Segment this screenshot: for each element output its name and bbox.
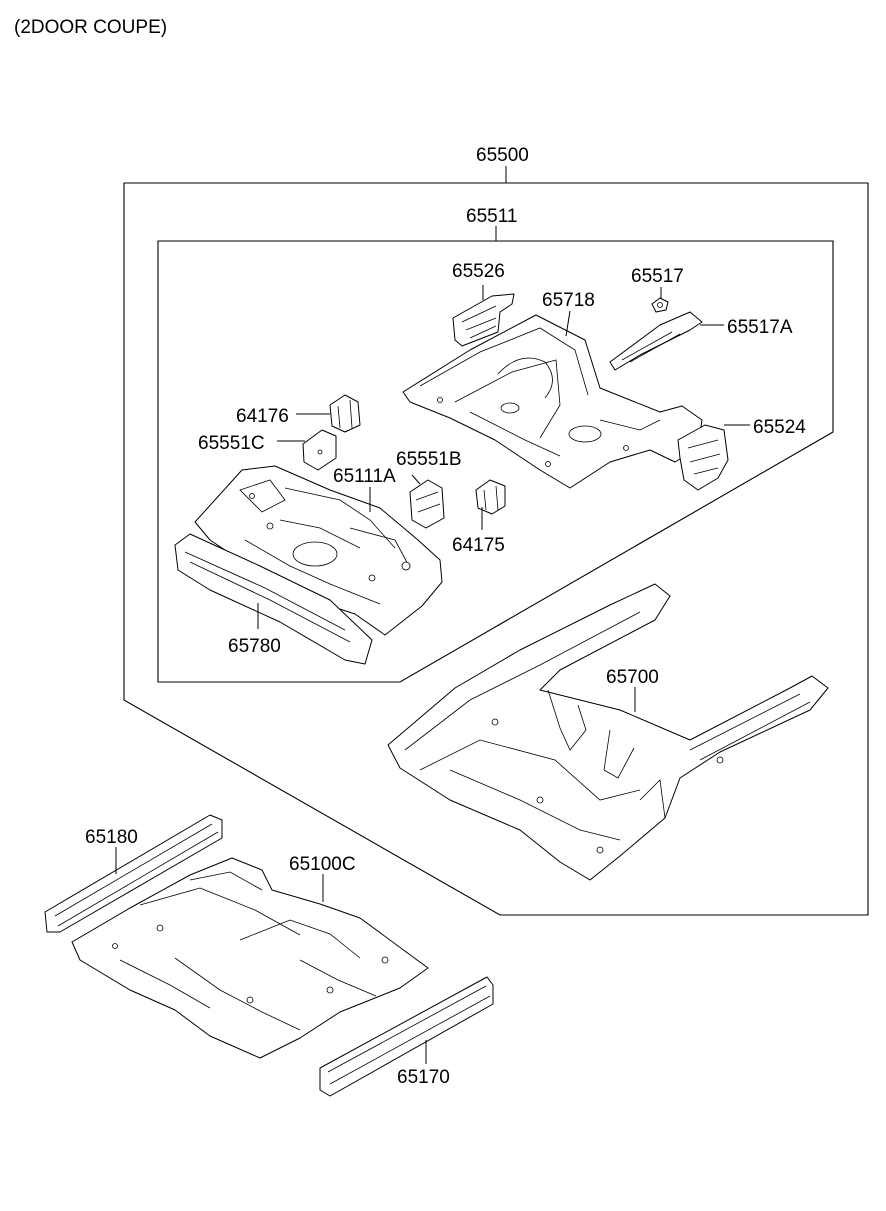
label-65718: 65718 [542, 290, 595, 311]
label-65700: 65700 [606, 667, 659, 688]
label-65780: 65780 [228, 636, 281, 657]
label-65526: 65526 [452, 261, 505, 282]
label-64176: 64176 [236, 406, 289, 427]
label-65170: 65170 [397, 1067, 450, 1088]
part-65100C-floor [71, 857, 429, 1059]
label-65524: 65524 [753, 417, 806, 438]
label-65517A: 65517A [727, 317, 793, 338]
assembly-frame-65500 [123, 166, 869, 916]
part-65700-frame [387, 583, 829, 881]
part-65780-crossmember [174, 533, 373, 665]
diagram-title: (2DOOR COUPE) [14, 17, 167, 38]
part-65551B-reinforcement [409, 479, 445, 529]
label-65111A: 65111A [333, 466, 396, 487]
part-65180-sill [44, 814, 223, 933]
label-65100C: 65100C [289, 854, 356, 875]
label-64175: 64175 [452, 535, 505, 556]
part-65517A-rail [609, 311, 703, 371]
part-65524-extension [677, 424, 729, 491]
label-65551B: 65551B [396, 449, 462, 470]
label-65500: 65500 [476, 145, 529, 166]
part-64176-gusset [329, 394, 361, 433]
part-65526-bracket [452, 293, 515, 347]
label-65511: 65511 [466, 206, 517, 227]
part-65517-nut [651, 297, 669, 313]
part-65170-sill [319, 976, 494, 1097]
part-64175-bracket [475, 479, 506, 515]
label-65180: 65180 [85, 827, 138, 848]
label-65517: 65517 [631, 266, 684, 287]
label-65551C: 65551C [198, 433, 265, 454]
part-65551C-plate [302, 429, 337, 471]
assembly-frame-65511 [157, 226, 834, 683]
